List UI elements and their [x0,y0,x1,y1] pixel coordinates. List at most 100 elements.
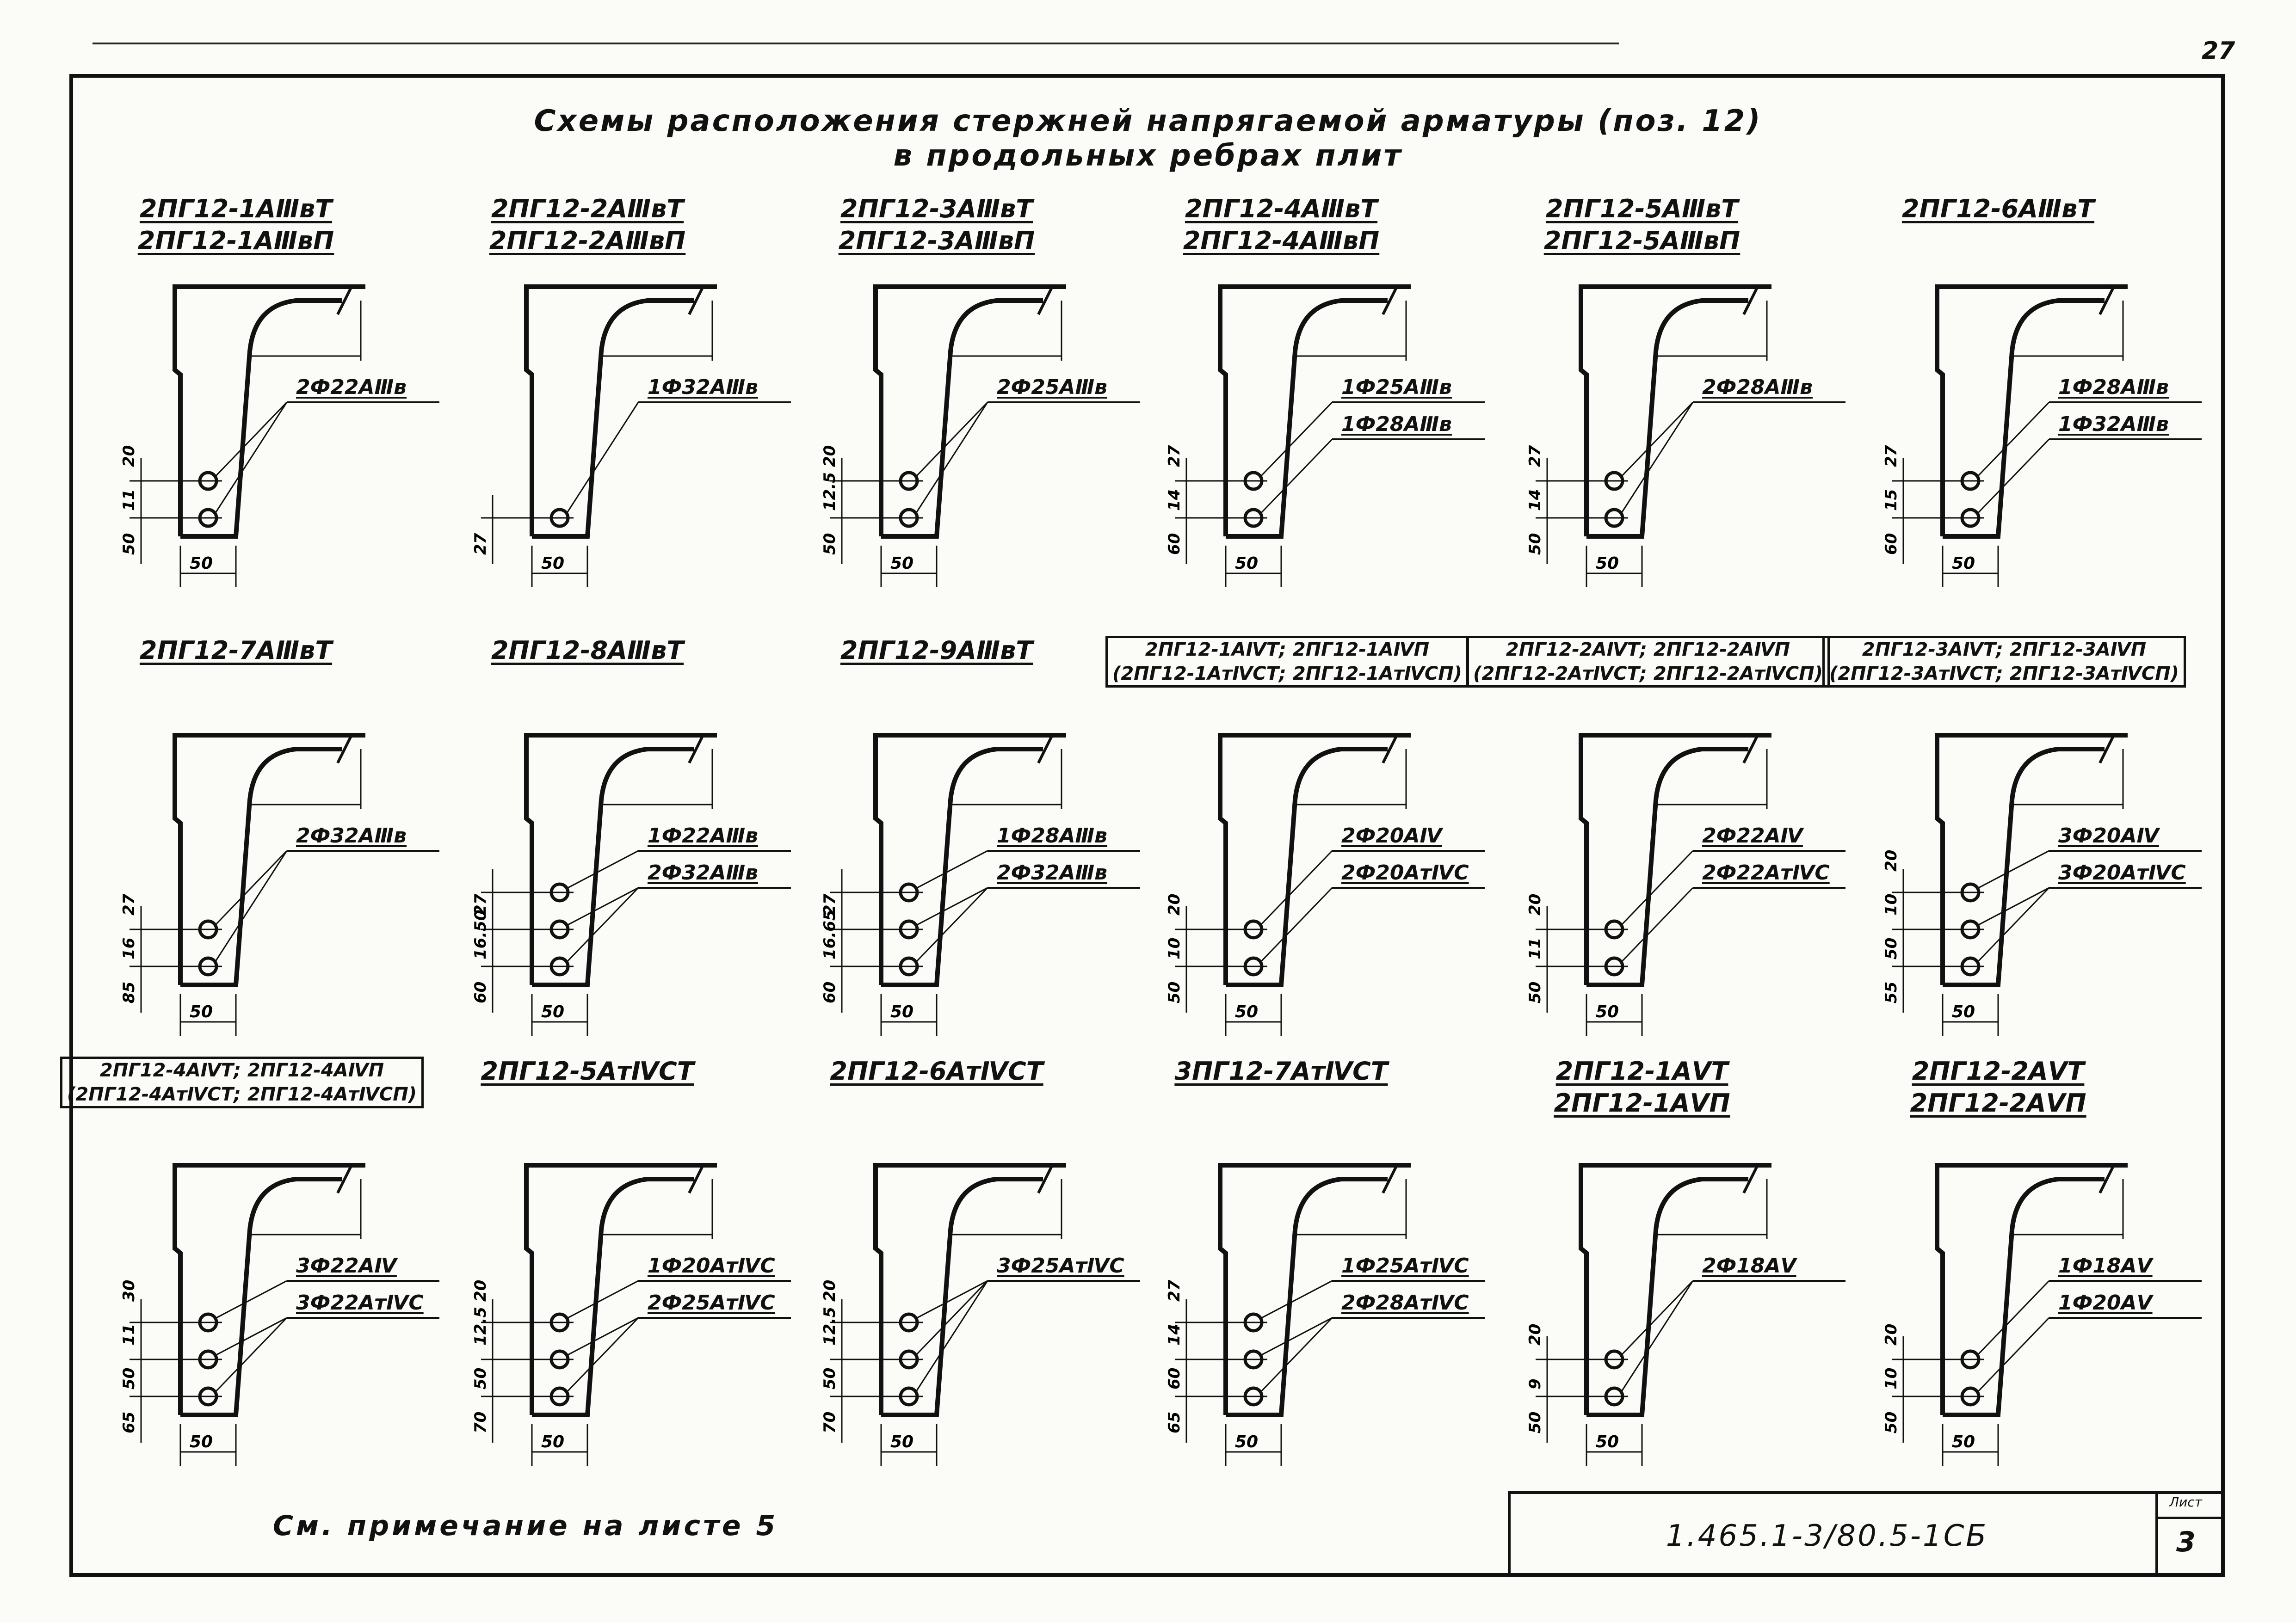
section-11-outline-haunch [1586,747,1748,987]
section-3-label-line1: 2ПГ12-3АⅢвТ [840,194,1033,223]
section-14-dim-bottom-text: 50 [541,1432,564,1451]
section-9-leader-1-3 [915,850,988,890]
section-12-leader-2-1 [1976,887,2050,964]
section-16-leader-1-3 [1259,1280,1333,1320]
section-6-label-line1: 2ПГ12-6АⅢвТ [1901,194,2095,223]
section-11-break-mark [1742,734,1759,764]
section-14-rebar-1: 1Ф20АтⅣС [648,1254,775,1278]
section-7-outline-haunch [180,747,342,987]
drawing-title-line1: Схемы расположения стержней напрягаемой … [534,104,1762,138]
section-13-dim-text-2: 50 [120,1368,138,1389]
section-15-outline-haunch [881,1177,1043,1417]
section-3-dim-bottom-text: 50 [890,554,913,573]
section-11-dim-bottom-text: 50 [1596,1002,1619,1021]
section-2-dim-text-1: 27 [471,533,490,555]
section-4-outline-left [1218,284,1411,536]
section-10-leader-2-1 [1259,887,1333,964]
section-11-rebar-1: 2Ф22АⅣ [1702,824,1803,848]
section-18-outline-left [1935,1163,2128,1415]
section-12-break-mark [2098,734,2115,764]
section-13-label-line1: 2ПГ12-4АⅣТ; 2ПГ12-4АⅣП [99,1060,384,1081]
section-12-dim-text-4: 20 [1882,850,1901,872]
section-15-dim-text-1: 70 [821,1412,839,1433]
section-15-dim-text-2: 50 [821,1368,839,1389]
section-10-dim-text-1: 50 [1165,982,1184,1003]
section-9-rebar-2: 2Ф32АⅢв [997,861,1107,885]
section-13-label: 2ПГ12-4АⅣТ; 2ПГ12-4АⅣП(2ПГ12-4АтⅣСТ; 2ПГ… [60,1057,424,1108]
section-18-label-line1: 2ПГ12-2АⅤТ [1912,1057,2085,1086]
section-1-label-line2: 2ПГ12-1АⅢвП [137,226,334,255]
section-1-break-mark [336,286,353,315]
section-3-label-line2: 2ПГ12-3АⅢвП [838,226,1035,255]
section-6-dim-text-3: 27 [1882,445,1901,467]
section-16-dim-text-1: 65 [1165,1412,1184,1433]
section-4-dim-text-3: 27 [1165,445,1184,467]
section-18-outline-haunch [1943,1177,2105,1417]
section-2-leader-1-1 [565,402,639,515]
section-9-rebar-1: 1Ф28АⅢв [997,824,1107,848]
section-5-label-line1: 2ПГ12-5АⅢвТ [1545,194,1739,223]
page-number: 27 [2202,37,2235,65]
section-14-leader-2-2 [566,1317,639,1357]
section-18-rebar-1: 1Ф18АⅤ [2058,1254,2153,1278]
section-5-rebar-1: 2Ф28АⅢв [1702,375,1813,399]
section-11-outline-left [1579,733,1771,985]
section-11-dim-text-1: 50 [1526,982,1544,1003]
section-8-dim-text-3: 27 [471,893,490,916]
section-18-label-line2: 2ПГ12-2АⅤП [1910,1088,2086,1118]
section-5-leader-1-1 [1620,402,1694,515]
section-12-rebar-2: 3Ф20АтⅣС [2058,861,2186,885]
section-13-leader-1-3 [214,1280,287,1320]
section-1-dim-text-2: 11 [120,489,138,511]
title-block [1508,1491,2222,1574]
section-13-dim-text-4: 30 [120,1280,138,1302]
section-12-leader-1-3 [1976,850,2049,890]
section-9-dim-text-2: 16.65 [821,910,839,959]
section-15-dim-text-3: 12.5 [821,1307,839,1346]
section-12-label-line1: 2ПГ12-3АⅣТ; 2ПГ12-3АⅣП [1862,639,2147,660]
section-12-outline-left [1935,733,2128,985]
section-10-label: 2ПГ12-1АⅣТ; 2ПГ12-1АⅣП(2ПГ12-1АтⅣСТ; 2ПГ… [1105,636,1469,688]
section-10-label-line1: 2ПГ12-1АⅣТ; 2ПГ12-1АⅣП [1145,639,1430,660]
section-6-dim-text-1: 60 [1882,533,1901,555]
section-13-leader-2-2 [214,1317,287,1357]
section-8-outline-left [524,733,717,985]
section-6-label: 2ПГ12-6АⅢвТ [1869,194,2128,223]
section-3-break-mark [1037,286,1054,315]
section-10-dim-text-3: 20 [1165,894,1184,916]
section-14-dim-text-1: 70 [471,1412,490,1433]
section-11-label-line1: 2ПГ12-2АⅣТ; 2ПГ12-2АⅣП [1506,639,1790,660]
section-11-leader-1-2 [1620,850,1694,927]
drawing-frame [69,74,2225,1577]
section-10-rebar-1: 2Ф20АⅣ [1341,824,1442,848]
section-14-label: 2ПГ12-5АтⅣСТ [458,1057,717,1086]
section-7-label-line1: 2ПГ12-7АⅢвТ [139,636,333,665]
section-16-dim-text-2: 60 [1165,1368,1184,1389]
section-17-dim-text-2: 9 [1526,1378,1544,1389]
section-17-leader-1-1 [1620,1280,1694,1393]
section-18-dim-text-2: 10 [1882,1368,1901,1389]
section-7-dim-text-2: 16 [120,938,138,959]
section-15-outline-left [873,1163,1066,1415]
section-9-break-mark [1037,734,1054,764]
section-3-leader-1-2 [914,401,988,478]
section-12-label: 2ПГ12-3АⅣТ; 2ПГ12-3АⅣП(2ПГ12-3АтⅣСТ; 2ПГ… [1822,636,2186,688]
section-9-dim-text-1: 60 [821,982,839,1003]
section-4-rebar-2: 1Ф28АⅢв [1341,412,1452,436]
section-12-dim-text-2: 50 [1882,938,1901,959]
section-13-dim-text-1: 65 [120,1412,138,1433]
section-1-dim-text-3: 20 [120,445,138,467]
section-5-dim-text-2: 14 [1526,489,1544,511]
section-4-leader-2-1 [1259,438,1333,515]
section-10-leader-1-2 [1259,850,1333,927]
section-2-break-mark [688,286,704,315]
section-14-rebar-2: 2Ф25АтⅣС [648,1291,775,1315]
section-1-outline-left [173,284,365,536]
section-6-outline-haunch [1943,298,2105,539]
section-9-label-line1: 2ПГ12-9АⅢвТ [840,636,1033,665]
section-5-dim-bottom-text: 50 [1596,554,1619,573]
